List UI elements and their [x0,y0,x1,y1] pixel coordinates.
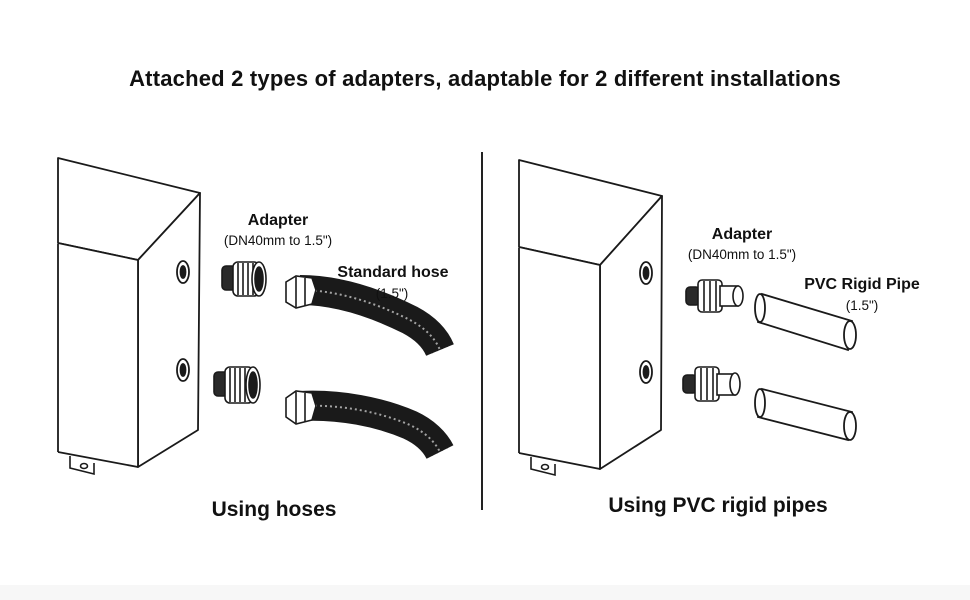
left-adapter-bottom [213,366,261,404]
pipe-label: PVC Rigid Pipe [804,276,920,293]
pvc-pipe-top [754,292,857,352]
footer-band [0,585,970,600]
left-adapter-spec: (DN40mm to 1.5") [223,233,333,248]
hose-spec: (1.5") [375,286,409,301]
left-caption: Using hoses [211,498,337,521]
pvc-pipe-bottom [754,387,857,442]
right-adapter-label: Adapter [711,226,773,243]
right-adapter-spec: (DN40mm to 1.5") [687,247,797,262]
panel-divider [481,152,483,510]
right-caption: Using PVC rigid pipes [608,494,828,517]
pipe-spec: (1.5") [845,298,879,313]
right-adapter-top [685,279,744,313]
page-title: Attached 2 types of adapters, adaptable … [129,66,841,91]
standard-hose-bottom [285,390,454,460]
left-unit-box [57,157,201,468]
right-adapter-bottom [682,366,741,402]
right-box-ports [639,261,653,384]
right-mounting-foot [530,457,556,477]
left-adapter-top [221,261,267,297]
standard-hose-top [285,275,454,357]
left-mounting-foot [69,456,95,476]
left-box-ports [176,260,190,382]
left-adapter-label: Adapter [247,212,309,229]
right-unit-box [518,159,663,470]
hose-label: Standard hose [337,264,449,281]
